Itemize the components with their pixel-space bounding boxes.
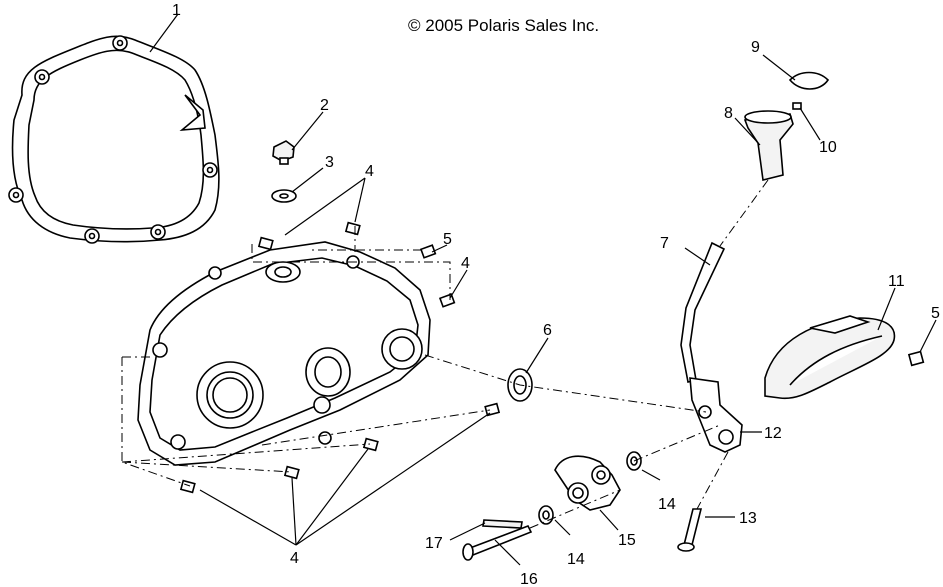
part-gasket: [8, 35, 220, 244]
callout-3: 3: [325, 154, 334, 171]
callout-5-cover: 5: [931, 305, 940, 322]
callout-8: 8: [724, 105, 733, 122]
callout-14-left: 14: [567, 551, 585, 568]
part-nut-10: [792, 102, 802, 110]
callout-4-right: 4: [461, 255, 470, 272]
callout-numbers: 1 2 3 4 4 5 4 5 6 7 8 9 10 11 12 13 14 1…: [172, 2, 940, 587]
leader-lines: [149, 13, 937, 566]
part-cap: [788, 71, 830, 90]
bolts: [179, 221, 925, 494]
part-lever-bracket: [689, 377, 743, 453]
part-washer-14b: [538, 505, 554, 525]
callout-11: 11: [888, 273, 905, 290]
part-shift-lever: [680, 241, 726, 383]
callout-10: 10: [819, 139, 837, 156]
part-case-housing: [137, 241, 431, 466]
callout-9: 9: [751, 39, 760, 56]
callout-1: 1: [172, 2, 181, 19]
callout-4-top: 4: [365, 163, 374, 180]
part-spring: [554, 455, 621, 511]
callout-7: 7: [660, 235, 669, 252]
callout-13: 13: [739, 510, 757, 527]
part-shift-boot: [743, 110, 794, 181]
copyright-text: © 2005 Polaris Sales Inc.: [408, 16, 599, 35]
callout-5-case: 5: [443, 231, 452, 248]
callout-15: 15: [618, 532, 636, 549]
callout-4-bottom: 4: [290, 550, 299, 567]
callout-17: 17: [425, 535, 443, 552]
callout-14-right: 14: [658, 496, 676, 513]
part-washer-3: [271, 189, 297, 203]
part-key: [482, 519, 523, 529]
callout-6: 6: [543, 322, 552, 339]
callout-2: 2: [320, 97, 329, 114]
part-long-pin: [462, 524, 533, 561]
callout-16: 16: [520, 571, 538, 587]
part-cover: [764, 315, 896, 400]
part-plug: [272, 140, 295, 165]
assembly-lines: [121, 179, 769, 529]
part-pin-bolt: [677, 508, 703, 552]
callout-12: 12: [764, 425, 782, 442]
